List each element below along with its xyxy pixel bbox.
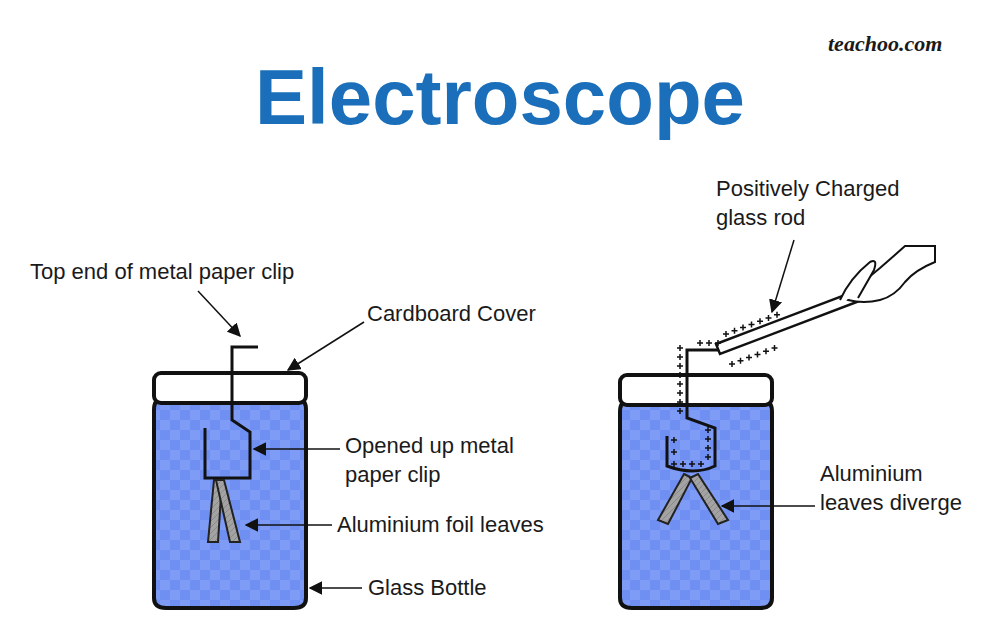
plus-sign xyxy=(677,390,683,396)
plus-sign xyxy=(766,315,772,321)
plus-sign xyxy=(677,363,683,369)
plus-sign xyxy=(677,354,683,360)
plus-sign xyxy=(746,355,752,361)
plus-sign xyxy=(671,461,677,467)
plus-sign xyxy=(697,340,703,346)
plus-sign xyxy=(680,461,686,467)
plus-sign xyxy=(774,312,780,318)
plus-sign xyxy=(729,361,735,367)
plus-sign xyxy=(732,328,738,334)
plus-sign xyxy=(671,437,677,443)
plus-sign xyxy=(689,461,695,467)
plus-sign xyxy=(705,454,711,460)
plus-sign xyxy=(755,351,761,357)
positive-charges xyxy=(671,312,780,467)
part-label: Opened up metal paper clip xyxy=(345,432,550,489)
part-label: Positively Charged glass rod xyxy=(716,175,951,232)
part-label: Aluminium foil leaves xyxy=(337,511,597,540)
right-electroscope xyxy=(620,246,935,608)
plus-sign xyxy=(749,321,755,327)
plus-sign xyxy=(705,436,711,442)
plus-sign xyxy=(671,449,677,455)
leader-lines xyxy=(198,240,815,588)
plus-sign xyxy=(677,381,683,387)
plus-sign xyxy=(738,358,744,364)
left-electroscope xyxy=(154,347,306,608)
plus-sign xyxy=(757,318,763,324)
plus-sign xyxy=(677,408,683,414)
plus-sign xyxy=(705,445,711,451)
plus-sign xyxy=(677,372,683,378)
plus-sign xyxy=(677,399,683,405)
plus-sign xyxy=(698,461,704,467)
plus-sign xyxy=(706,340,712,346)
watermark: teachoo.com xyxy=(828,30,988,59)
plus-sign xyxy=(772,345,778,351)
part-label: Top end of metal paper clip xyxy=(30,258,350,287)
plus-sign xyxy=(705,427,711,433)
plus-sign xyxy=(740,325,746,331)
part-label: Cardboard Cover xyxy=(367,300,587,329)
part-label: Aluminium leaves diverge xyxy=(820,460,970,517)
part-label: Glass Bottle xyxy=(368,574,548,603)
title: Electroscope xyxy=(0,58,1000,136)
plus-sign xyxy=(715,340,721,346)
plus-sign xyxy=(723,331,729,337)
plus-sign xyxy=(763,348,769,354)
plus-sign xyxy=(677,345,683,351)
